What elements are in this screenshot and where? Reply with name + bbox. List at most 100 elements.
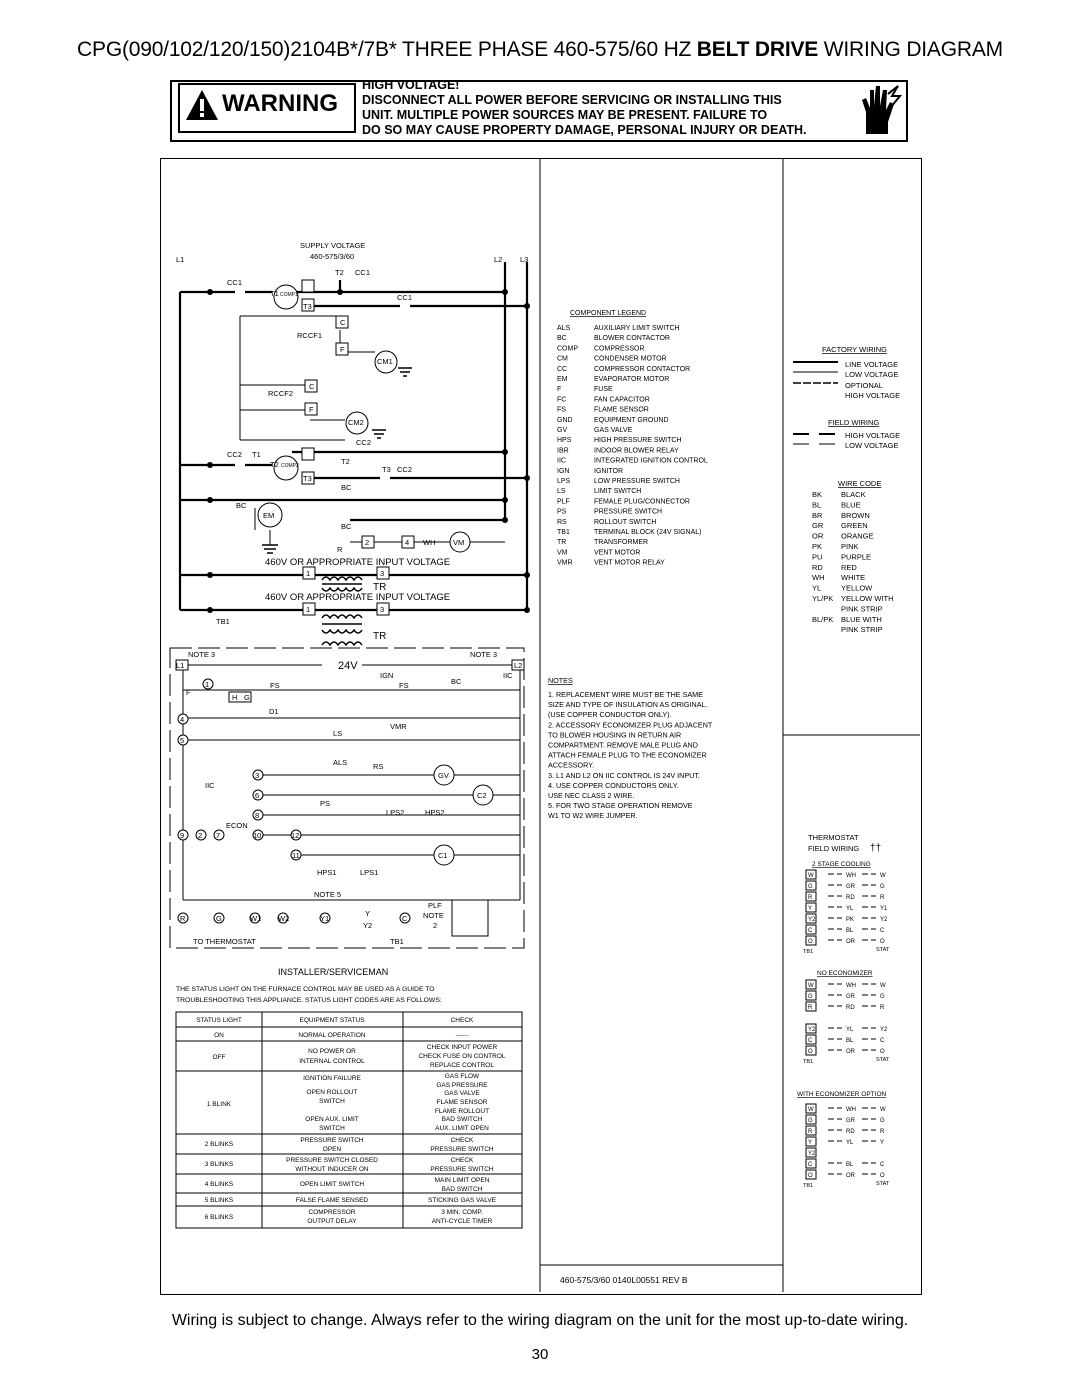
stat-terminal <box>805 924 817 935</box>
legend-desc: HIGH PRESSURE SWITCH <box>594 437 682 444</box>
lv-label: W2 <box>278 914 289 923</box>
schematic-label: BC <box>341 483 352 492</box>
table-cell: OPEN LIMIT SWITCH <box>300 1181 364 1188</box>
lv-label: 10 <box>253 831 261 840</box>
table-cell: FALSE FLAME SENSED <box>296 1197 369 1204</box>
stat-wire-color: WH <box>846 1107 856 1113</box>
table-cell: IGNITION FAILURE <box>303 1075 361 1082</box>
lv-label: 7 <box>216 831 220 840</box>
legend-desc: FUSE <box>594 386 613 393</box>
electric-shock-hand-icon <box>862 85 902 134</box>
schematic-label: T2 <box>341 457 350 466</box>
lv-label: BC <box>451 677 462 686</box>
components <box>257 279 471 616</box>
stat-stat-label: STAT <box>876 1057 890 1063</box>
stat-wire-color: YL <box>846 1027 854 1033</box>
stat-wire-color: WH <box>846 983 856 989</box>
schematic-label: C <box>309 382 315 391</box>
stat-wire-color: PK <box>846 917 854 923</box>
legend-abbrev: EM <box>557 376 568 383</box>
lv-note-left: NOTE 3 <box>188 650 215 659</box>
stat-tb1-label: TB1 <box>803 1059 813 1065</box>
lv-label: Y1 <box>320 914 329 923</box>
schematic-label: CC1 <box>397 293 412 302</box>
schematic-label: TR <box>373 631 386 642</box>
note-line: (USE COPPER CONDUCTOR ONLY). <box>548 710 672 719</box>
schematic-label: T3 <box>303 302 312 311</box>
legend-desc: TRANSFORMER <box>594 539 648 546</box>
wire-code-color: GREEN <box>841 521 868 530</box>
schematic-label: BC <box>341 522 352 531</box>
table-cell: 4 BLINKS <box>205 1181 234 1188</box>
legend-desc: PRESSURE SWITCH <box>594 509 662 516</box>
schematic-label: CC1 <box>227 278 242 287</box>
stat-terminal-label: W <box>808 1107 814 1113</box>
lv-note-right: NOTE 3 <box>470 650 497 659</box>
stat-terminal <box>805 1023 817 1034</box>
legend-desc: TERMINAL BLOCK (24V SIGNAL) <box>594 529 702 536</box>
lv-label: VMR <box>390 722 407 731</box>
stat-label: C <box>880 1162 885 1168</box>
title-prefix: CPG(090/102/120/150)2104B*/7B* THREE PHA… <box>77 38 697 61</box>
stat-terminal <box>805 1114 817 1125</box>
legend-abbrev: HPS <box>557 437 572 444</box>
footer-note: Wiring is subject to change. Always refe… <box>171 1312 909 1329</box>
table-cell: 2 BLINKS <box>205 1141 234 1148</box>
lv-label: TO THERMOSTAT <box>193 937 256 946</box>
supply-voltage-value: 460-575/3/60 <box>310 252 354 261</box>
table-cell: BAD SWITCH <box>442 1116 483 1123</box>
stat-label: Y1 <box>880 906 888 912</box>
lv-label: FS <box>399 681 409 690</box>
stat-terminal-label: W <box>808 983 814 989</box>
stat-terminal-label: Y2 <box>808 917 816 923</box>
wire-code-color: BLACK <box>841 490 866 499</box>
schematic-label: RCCF1 <box>297 331 322 340</box>
wire-code-abbrev: GR <box>812 521 824 530</box>
stat-label: R <box>880 895 885 901</box>
wire-code-color: WHITE <box>841 573 865 582</box>
stat-tb1-label: TB1 <box>803 1183 813 1189</box>
table-cell: PRESSURE SWITCH <box>300 1137 364 1144</box>
table-cell: REPLACE CONTROL <box>430 1062 494 1069</box>
wire-code-color: YELLOW <box>841 584 873 593</box>
lv-label: 4 <box>180 715 184 724</box>
table-header: EQUIPMENT STATUS <box>299 1017 365 1024</box>
thermostat-subtitle: FIELD WIRING <box>808 844 859 853</box>
note-line: ATTACH FEMALE PLUG TO THE ECONOMIZER <box>548 751 707 760</box>
stat-terminal <box>805 935 817 946</box>
note-line: 4. USE COPPER CONDUCTORS ONLY. <box>548 781 679 790</box>
stat-terminal-label: Y <box>808 906 812 912</box>
stat-terminal-label: O <box>808 1049 813 1055</box>
stat-terminal <box>805 979 817 990</box>
wire-code-abbrev: WH <box>812 573 825 582</box>
stat-label: G <box>880 1118 885 1124</box>
stat-terminal <box>805 869 817 880</box>
wire-code-color: PINK STRIP <box>841 604 883 613</box>
warning-text: HIGH VOLTAGE! DISCONNECT ALL POWER BEFOR… <box>362 78 807 138</box>
stat-terminal <box>805 1045 817 1056</box>
factory-wiring-item: HIGH VOLTAGE <box>845 391 900 400</box>
schematic-label: EM <box>263 511 274 520</box>
legend-desc: FLAME SENSOR <box>594 407 649 414</box>
legend-desc: GAS VALVE <box>594 427 633 434</box>
lv-label: 2 <box>198 831 202 840</box>
factory-wiring-item: LINE VOLTAGE <box>845 360 898 369</box>
lv-label: ALS <box>333 758 347 767</box>
legend-abbrev: TB1 <box>557 529 570 536</box>
stat-terminal-label: O <box>808 939 813 945</box>
note-line: ACCESSORY. <box>548 761 594 770</box>
stat-label: Y <box>880 1140 884 1146</box>
stat-wire-color: GR <box>846 884 856 890</box>
legend-abbrev: PS <box>557 509 567 516</box>
lv-label: LPS2 <box>386 808 404 817</box>
schematic-label: TB1 <box>216 617 230 626</box>
table-cell: INTERNAL CONTROL <box>299 1058 365 1065</box>
lv-label: IIC <box>205 781 215 790</box>
schematic-label: CC2 <box>356 438 371 447</box>
schematic-label: 3 <box>380 569 384 578</box>
thermostat-section: THERMOSTAT FIELD WIRING †† 2 STAGE COOLI… <box>797 833 890 1189</box>
warning-word: WARNING <box>222 90 338 117</box>
stat-label: W <box>880 1107 886 1113</box>
wire-junctions <box>207 289 530 613</box>
